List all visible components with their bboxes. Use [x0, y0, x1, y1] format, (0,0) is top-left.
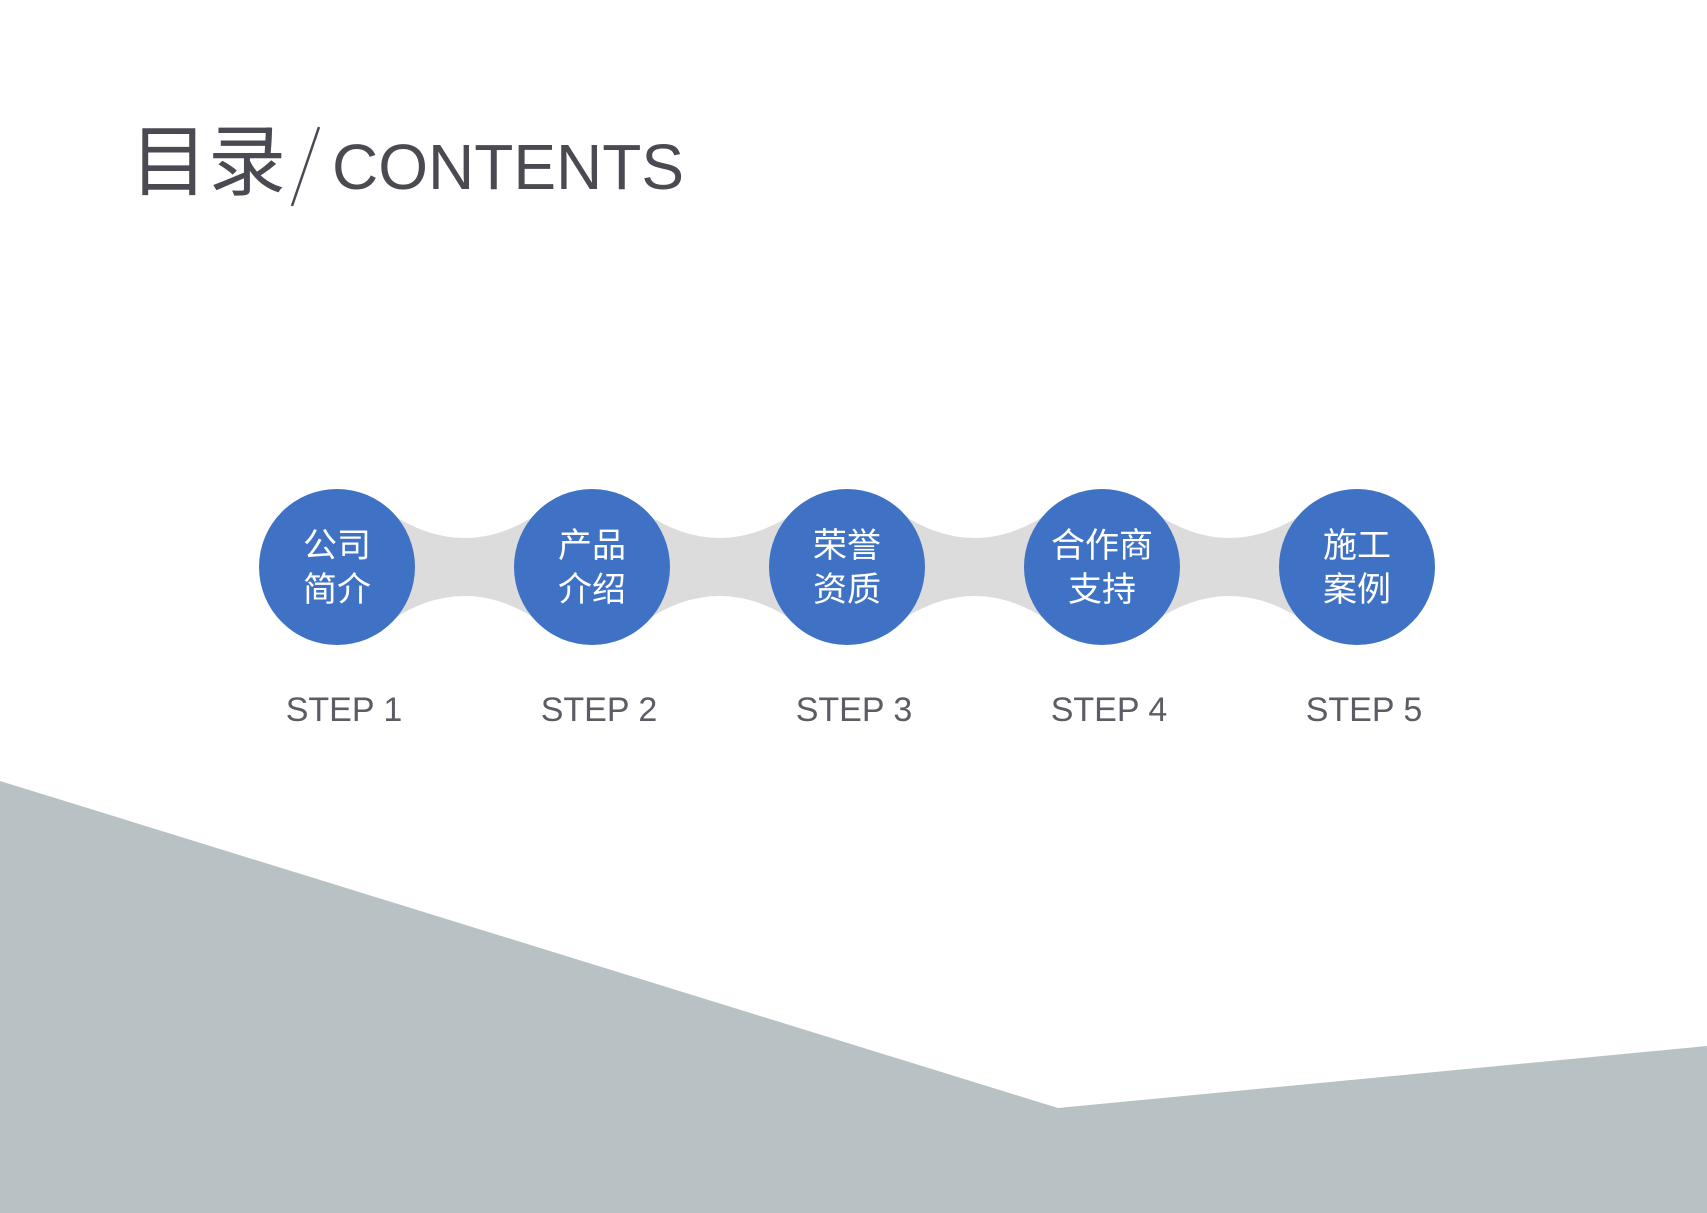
step-title-line-2: 介绍 [558, 570, 626, 610]
step-connector [1152, 511, 1307, 623]
step-circle-shape [1279, 489, 1435, 645]
step-connector [897, 511, 1052, 623]
step-label-5: STEP 5 [1305, 691, 1423, 729]
title-english: CONTENTS [332, 131, 684, 203]
step-title-line-1: 产品 [558, 526, 626, 566]
step-title-line-2: 支持 [1068, 570, 1136, 610]
step-circle-shape [769, 489, 925, 645]
title-chinese: 目录 [130, 118, 287, 208]
step-label-1: STEP 1 [285, 691, 403, 729]
step-title-line-2: 案例 [1323, 570, 1391, 610]
step-title-line-1: 荣誉 [813, 526, 881, 566]
step-connector [642, 511, 797, 623]
step-title-line-2: 简介 [303, 570, 371, 610]
title-divider-slash [290, 126, 321, 207]
step-connector [387, 511, 542, 623]
step-title-line-1: 施工 [1323, 526, 1391, 566]
step-circle-shape [259, 489, 415, 645]
step-connectors [387, 511, 1307, 623]
step-title-line-1: 合作商 [1051, 526, 1153, 566]
step-label-3: STEP 3 [795, 691, 913, 729]
bottom-decorative-shape [0, 781, 1707, 1213]
step-title-line-1: 公司 [303, 526, 371, 566]
step-title-line-2: 资质 [813, 570, 881, 610]
step-label-4: STEP 4 [1050, 691, 1168, 729]
step-circle-shape [1024, 489, 1180, 645]
step-label-2: STEP 2 [540, 691, 658, 729]
step-circle-shape [514, 489, 670, 645]
